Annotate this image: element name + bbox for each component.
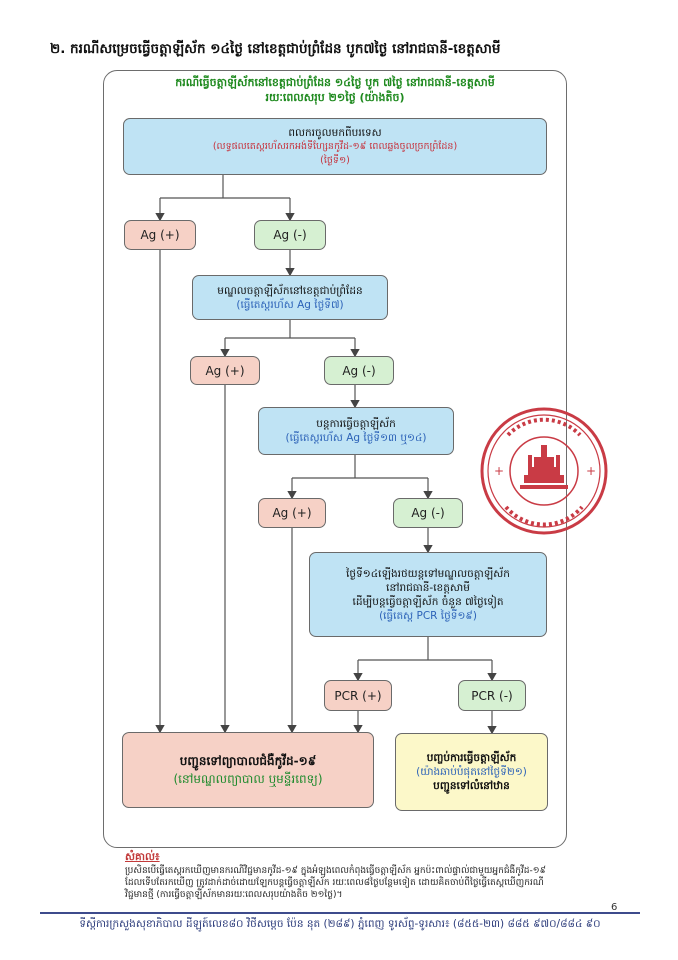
arrival-day: (ថ្ងៃទី១)	[320, 154, 350, 166]
transfer-line1: ថ្ងៃទី១៤ឡើងរថយន្តទៅមណ្ឌលចត្តាឡីស័ក	[346, 567, 510, 580]
transfer-box: ថ្ងៃទី១៤ឡើងរថយន្តទៅមណ្ឌលចត្តាឡីស័ក នៅរាជ…	[309, 552, 547, 637]
note-title: សំគាល់៖	[125, 851, 160, 863]
footer-divider	[40, 912, 640, 914]
footer-address: ទីស្តីការក្រសួងសុខាភិបាល ដីឡូត៍លេខ៨០ វិថ…	[79, 918, 601, 930]
transfer-line3: ដើម្បីបន្តធ្វើចត្តាឡីស័ក ចំនួន ៧ថ្ងៃទៀត	[352, 595, 504, 608]
border-quarantine-box: មណ្ឌលចត្តាឡីស័កនៅខេត្តជាប់ព្រំដែន (ធ្វើត…	[192, 275, 388, 320]
pcr-negative: PCR (-)	[458, 680, 526, 711]
arrival-box: ពលករចូលមកពីបរទេស (លទ្ធផលតេស្តរហ័សរកអង់ទី…	[123, 118, 547, 175]
transfer-line2: នៅរាជធានី-ខេត្តសាមី	[386, 581, 470, 594]
treatment-title: បញ្ជូនទៅព្យាបាលជំងឺកូវីដ-១៩	[179, 754, 317, 768]
border-quarantine-test: (ធ្វើតេស្តរហ័ស Ag ថ្ងៃទី៧)	[236, 298, 344, 311]
ministry-seal-icon: + +	[480, 407, 608, 535]
release-box: បញ្ចប់ការធ្វើចត្តាឡីស័ក (យ៉ាងឆាប់បំផុតនៅ…	[395, 733, 548, 811]
transfer-test: (ធ្វើតេស្ត PCR ថ្ងៃទី១៩)	[379, 609, 477, 622]
ag-negative-2: Ag (-)	[324, 356, 394, 385]
border-quarantine-title: មណ្ឌលចត្តាឡីស័កនៅខេត្តជាប់ព្រំដែន	[217, 284, 363, 297]
ag-negative-1: Ag (-)	[254, 220, 326, 250]
release-day: (យ៉ាងឆាប់បំផុតនៅថ្ងៃទី២១)	[416, 766, 527, 778]
flowchart-title-line1: ករណីធ្វើចត្តាឡីស័កនៅខេត្តជាប់ព្រំដែន ១៤ថ…	[175, 76, 495, 89]
note-body: ប្រសិនបើធ្វើតេស្តរកឃើញមានករណីវិជ្ជមានកូវ…	[125, 866, 546, 900]
treatment-box: បញ្ជូនទៅព្យាបាលជំងឺកូវីដ-១៩ (នៅមណ្ឌលព្យា…	[122, 732, 374, 808]
svg-text:+: +	[586, 464, 596, 478]
continue-quarantine-box: បន្តការធ្វើចត្តាឡីស័ក (ធ្វើតេស្តរហ័ស Ag …	[258, 407, 454, 455]
release-title: បញ្ចប់ការធ្វើចត្តាឡីស័ក	[426, 752, 517, 764]
flowchart-title: ករណីធ្វើចត្តាឡីស័កនៅខេត្តជាប់ព្រំដែន ១៤ថ…	[130, 75, 540, 105]
arrival-title: ពលករចូលមកពីបរទេស	[288, 126, 382, 139]
continue-quarantine-test: (ធ្វើតេស្តរហ័ស Ag ថ្ងៃទី១៣ ឬ១៤)	[285, 432, 427, 444]
page-number: 6	[611, 902, 618, 913]
release-home: បញ្ជូនទៅលំនៅឋាន	[433, 780, 510, 792]
treatment-location: (នៅមណ្ឌលព្យាបាល ឬមន្ទីរពេទ្យ)	[173, 772, 323, 786]
ag-positive-2: Ag (+)	[190, 356, 260, 385]
flowchart-title-line2: រយៈពេលសរុប ២១ថ្ងៃ (យ៉ាងតិច)	[265, 91, 405, 104]
ag-negative-3: Ag (-)	[393, 498, 463, 528]
section-heading: ២. ករណីសម្រេចធ្វើចត្តាឡីស័ក ១៤ថ្ងៃ នៅខេត…	[50, 41, 501, 57]
continue-quarantine-title: បន្តការធ្វើចត្តាឡីស័ក	[316, 418, 396, 430]
svg-text:+: +	[494, 464, 504, 478]
ag-positive-1: Ag (+)	[124, 220, 196, 250]
ag-positive-3: Ag (+)	[258, 498, 326, 528]
pcr-positive: PCR (+)	[324, 680, 392, 711]
arrival-detail: (លទ្ធផលតេស្តរហ័សរកអង់ទីហ្សែនកូវីដ-១៩ ពេល…	[212, 140, 458, 152]
